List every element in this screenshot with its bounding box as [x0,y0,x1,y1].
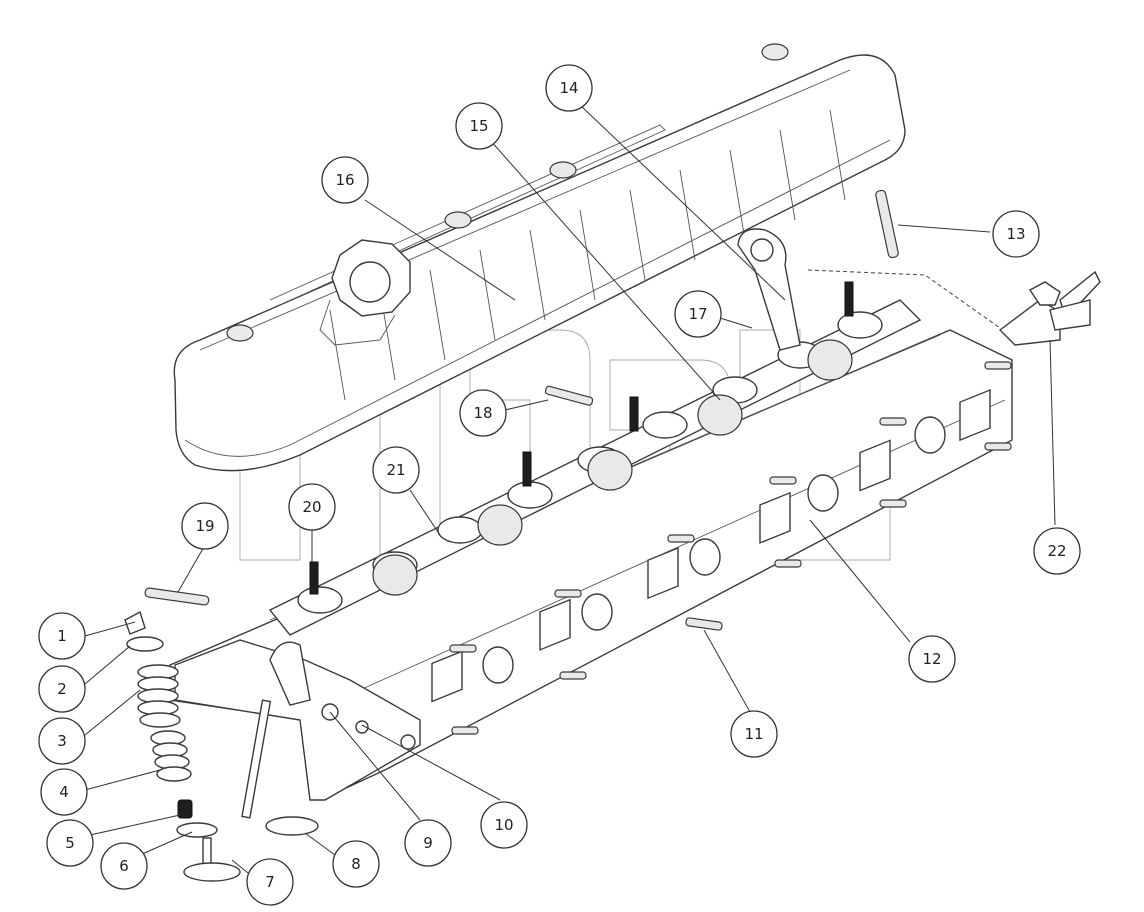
svg-text:2: 2 [57,680,67,698]
pipe-fitting [998,270,1101,346]
intake-ports [431,389,991,703]
svg-text:3: 3 [57,732,67,750]
stud-19 [144,587,210,606]
callout-19: 19 [181,502,229,550]
callout-16: 16 [321,156,369,204]
callout-8: 8 [332,840,380,888]
callout-18: 18 [459,389,507,437]
rocker-studs [309,281,854,595]
exhaust-valve [241,699,319,836]
svg-text:7: 7 [265,873,275,891]
cover-bolt [549,161,577,179]
svg-text:11: 11 [744,725,763,743]
spring-retainer [126,636,164,652]
callout-6: 6 [100,842,148,890]
intake-valve [183,837,241,882]
callout-22: 22 [1033,527,1081,575]
oil-filler-cap [319,239,411,346]
svg-text:8: 8 [351,855,361,873]
valve-stem-seal [177,799,193,819]
spring-seat [176,822,218,838]
rocker-arm-assembly [268,281,922,636]
cover-bolt [444,211,472,229]
callout-1: 1 [38,612,86,660]
pin-18 [544,385,594,406]
callout-10: 10 [480,801,528,849]
outer-valve-spring [137,664,181,728]
callout-9: 9 [404,819,452,867]
valve-keeper [124,610,146,635]
svg-text:1: 1 [57,627,67,645]
leader-lines [84,104,1056,874]
valve-train-parts [124,587,723,882]
callout-2: 2 [38,665,86,713]
callout-17: 17 [674,290,722,338]
cover-bolt [226,324,254,342]
water-ports [482,416,946,684]
svg-text:15: 15 [469,117,488,135]
callout-4: 4 [40,768,88,816]
inner-valve-spring [150,730,192,782]
callout-7: 7 [246,858,294,906]
callout-labels: 1 2 3 4 5 6 7 8 9 10 11 12 13 14 15 16 1… [38,64,1081,906]
svg-text:19: 19 [195,517,214,535]
svg-text:16: 16 [335,171,354,189]
valve-cover [173,43,906,472]
svg-text:10: 10 [494,816,513,834]
callout-3: 3 [38,717,86,765]
svg-text:14: 14 [559,79,578,97]
svg-text:12: 12 [922,650,941,668]
svg-text:17: 17 [688,305,707,323]
svg-text:9: 9 [423,834,433,852]
cover-bolt [761,43,789,61]
callout-14: 14 [545,64,593,112]
callout-20: 20 [288,483,336,531]
svg-text:20: 20 [302,498,321,516]
callout-21: 21 [372,446,420,494]
callout-13: 13 [992,210,1040,258]
stud-11 [685,617,723,631]
svg-text:13: 13 [1006,225,1025,243]
svg-text:4: 4 [59,783,69,801]
callout-5: 5 [46,819,94,867]
rocker-springs [372,339,853,596]
dowel-pin [875,189,899,259]
callout-12: 12 [908,635,956,683]
callout-15: 15 [455,102,503,150]
svg-text:5: 5 [65,834,75,852]
head-studs [449,361,1012,735]
callout-11: 11 [730,710,778,758]
svg-text:22: 22 [1047,542,1066,560]
svg-text:18: 18 [473,404,492,422]
svg-text:21: 21 [386,461,405,479]
svg-text:6: 6 [119,857,129,875]
lifting-eye [737,228,801,351]
